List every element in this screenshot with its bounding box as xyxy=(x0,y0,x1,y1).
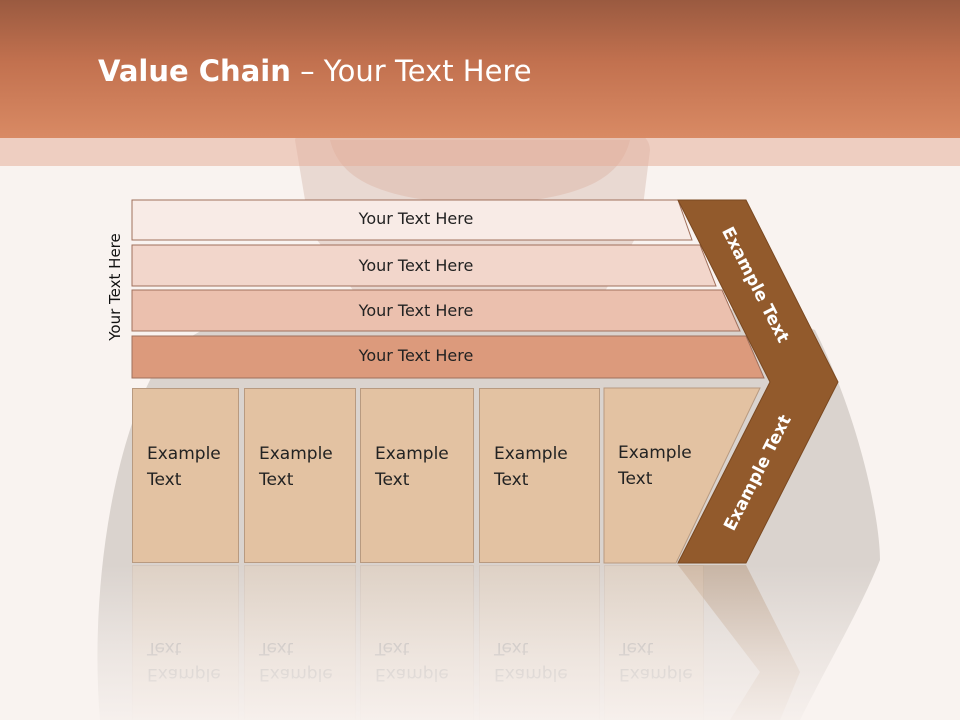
box-2: Example Text xyxy=(360,388,474,563)
header-banner xyxy=(0,0,960,138)
box-4: Example Text xyxy=(604,388,704,563)
header-band xyxy=(0,138,960,166)
bar-label-2: Your Text Here xyxy=(358,301,474,320)
title-bold: Value Chain xyxy=(98,54,291,88)
bar-2 xyxy=(131,289,741,332)
box-0: Example Text xyxy=(132,388,239,563)
box-4-shape xyxy=(603,387,761,564)
chevron-arrow xyxy=(677,199,839,564)
page-title: Value Chain – Your Text Here xyxy=(98,54,532,88)
box-label-3: Example Text xyxy=(494,444,568,490)
title-rest: – Your Text Here xyxy=(290,54,532,88)
bar-label-0: Your Text Here xyxy=(358,209,474,228)
bar-label-1: Your Text Here xyxy=(358,256,474,275)
bar-0 xyxy=(131,199,693,241)
bar-3 xyxy=(131,335,765,379)
box-1: Example Text xyxy=(244,388,356,563)
box-label-2: Example Text xyxy=(375,444,449,490)
bar-label-3: Your Text Here xyxy=(358,346,474,365)
box-label-4: Example Text xyxy=(618,443,692,489)
bar-1 xyxy=(131,244,717,287)
box-label-1: Example Text xyxy=(259,444,333,490)
box-3: Example Text xyxy=(479,388,600,563)
box-label-0: Example Text xyxy=(147,444,221,490)
chevron-reflection xyxy=(678,565,800,720)
